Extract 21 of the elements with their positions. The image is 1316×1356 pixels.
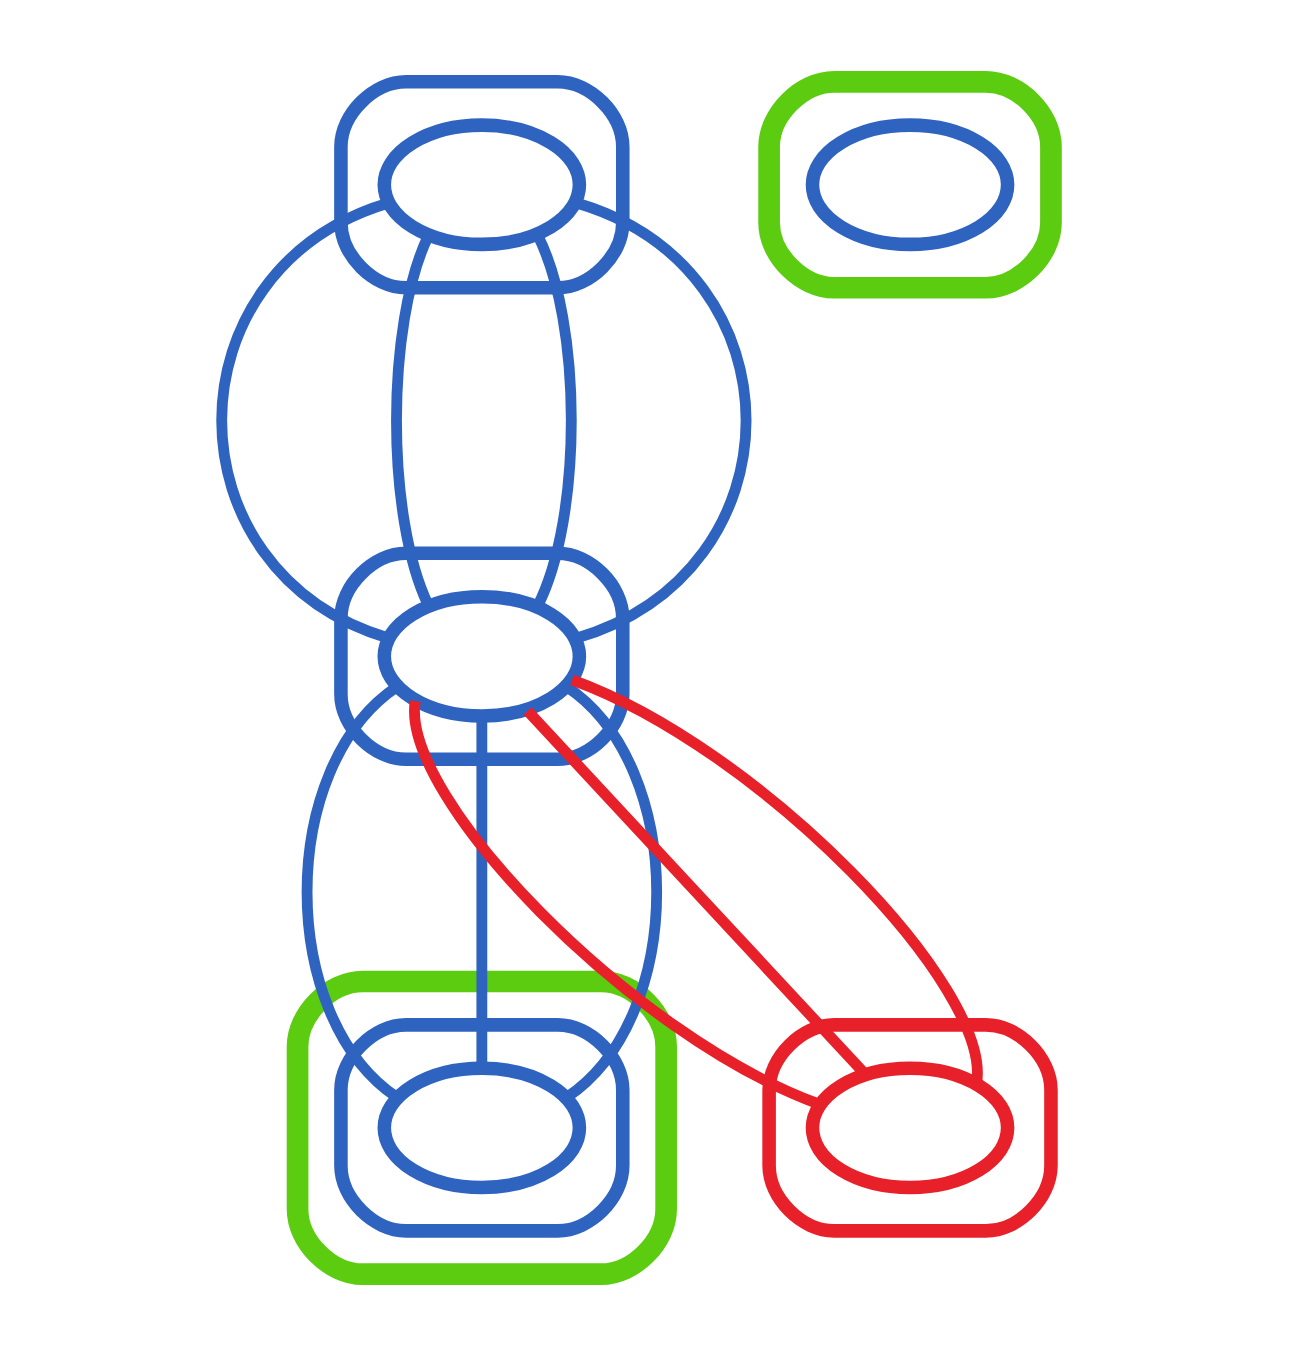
connector bbox=[476, 716, 488, 1068]
cluster bbox=[286, 970, 677, 1286]
connector bbox=[562, 682, 662, 1102]
cluster bbox=[758, 70, 1062, 299]
connector bbox=[409, 700, 820, 1109]
node-ellipse bbox=[805, 1061, 1015, 1195]
node-ellipse bbox=[805, 118, 1015, 252]
cluster bbox=[762, 1018, 1058, 1238]
cluster bbox=[334, 546, 630, 767]
connector bbox=[301, 682, 401, 1102]
node-ellipse bbox=[377, 1061, 587, 1195]
node-ellipse bbox=[377, 589, 587, 723]
connector bbox=[573, 197, 752, 644]
node-ellipse bbox=[377, 118, 587, 252]
connector bbox=[216, 197, 391, 643]
connector bbox=[523, 707, 869, 1078]
cluster bbox=[334, 75, 630, 295]
cluster bbox=[334, 1018, 630, 1238]
connector bbox=[532, 232, 577, 609]
connector bbox=[391, 234, 434, 608]
connector bbox=[569, 674, 982, 1084]
